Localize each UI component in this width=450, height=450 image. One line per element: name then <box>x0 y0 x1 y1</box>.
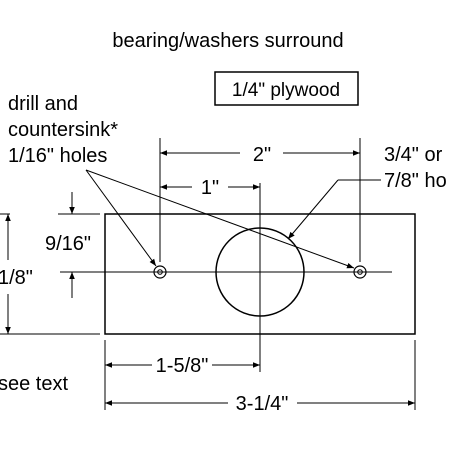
dimension-hole-spacing: 2" <box>160 144 360 166</box>
big-hole-note-line2: 7/8" ho <box>384 170 447 192</box>
dimension-center-from-edge-label: 1-5/8" <box>156 355 209 377</box>
big-hole-leader <box>287 179 381 240</box>
dimension-total-width-label: 3-1/4" <box>236 393 289 415</box>
dimension-hole-spacing-label: 2" <box>253 144 271 166</box>
dimension-hole-height: 9/16" <box>45 192 100 298</box>
big-hole-note-line1: 3/4" or <box>384 144 443 166</box>
dimension-part-height: 1/8" <box>0 213 100 335</box>
material-label: 1/4" plywood <box>232 80 340 101</box>
dimension-center-to-hole-label: 1" <box>201 177 219 199</box>
small-hole-right <box>353 265 367 279</box>
material-label-box <box>214 71 359 106</box>
drill-note-line2: countersink* <box>8 119 118 141</box>
small-hole-left <box>153 265 167 279</box>
drill-note-line1: drill and <box>8 93 78 115</box>
dimension-hole-height-label: 9/16" <box>45 233 91 255</box>
dimension-center-to-hole: 1" <box>160 177 260 199</box>
dimension-part-height-label: 1/8" <box>0 267 33 289</box>
drill-note: drill and countersink* 1/16" holes <box>8 93 118 167</box>
footnote: see text <box>0 373 68 395</box>
drill-note-line3: 1/16" holes <box>8 145 107 167</box>
drawing-title: bearing/washers surround <box>112 30 343 52</box>
dimension-total-width: 3-1/4" <box>105 393 415 415</box>
big-hole-note: 3/4" or 7/8" ho <box>384 144 447 192</box>
dimension-center-from-edge: 1-5/8" <box>105 355 260 377</box>
drill-note-leaders <box>85 169 355 269</box>
